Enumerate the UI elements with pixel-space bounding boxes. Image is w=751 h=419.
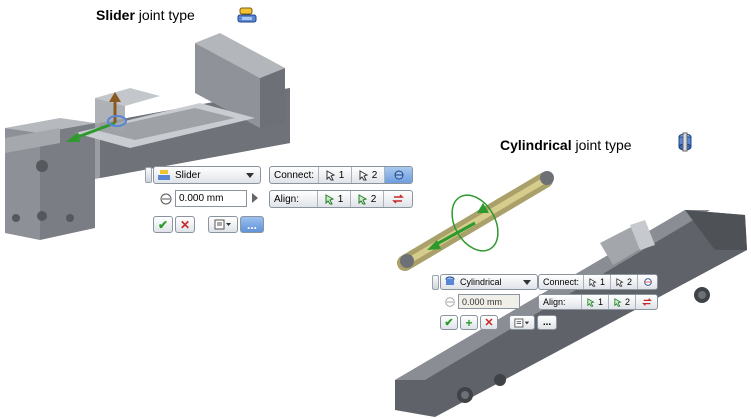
slider-title-rest: joint type [134, 7, 195, 23]
add-button[interactable]: + [460, 315, 478, 330]
offset-value: 0.000 mm [462, 296, 503, 307]
options-dropdown[interactable] [208, 216, 238, 233]
more-label: ... [246, 217, 257, 232]
toolbar-grip[interactable] [432, 275, 439, 290]
more-button[interactable]: ... [240, 216, 264, 233]
align-1-label: 1 [597, 297, 603, 307]
apply-icon: ✔ [157, 217, 169, 232]
options-dropdown[interactable] [509, 315, 535, 330]
align-flip-button[interactable] [384, 191, 412, 207]
options-icon [514, 318, 530, 327]
offset-value: 0.000 mm [179, 193, 224, 204]
flip-button[interactable] [638, 275, 657, 289]
play-icon[interactable] [252, 193, 258, 203]
chevron-down-icon [246, 172, 254, 178]
offset-icon [445, 297, 455, 307]
offset-input[interactable]: 0.000 mm [175, 190, 247, 207]
joint-type-value: Cylindrical [460, 277, 502, 287]
cancel-icon: ✕ [484, 317, 494, 329]
cylindrical-title-rest: joint type [571, 137, 632, 153]
align-pick-icon [587, 297, 595, 307]
joint-type-dropdown[interactable]: Slider [153, 166, 261, 184]
flip-icon [394, 170, 404, 180]
cylindrical-title-bold: Cylindrical [500, 137, 572, 153]
cylindrical-mini-toolbar: Cylindrical Connect: 1 2 0.000 mm Align:… [432, 274, 662, 334]
cylindrical-joint-icon [678, 132, 692, 152]
connect-1-label: 1 [338, 169, 345, 181]
align-label: Align: [539, 295, 582, 309]
apply-button[interactable]: ✔ [440, 315, 458, 330]
align-1-button[interactable]: 1 [582, 295, 609, 309]
cancel-button[interactable]: ✕ [480, 315, 498, 330]
apply-button[interactable]: ✔ [153, 216, 173, 233]
slider-title-bold: Slider [96, 7, 135, 23]
align-2-label: 2 [370, 193, 377, 205]
slider-title: Slider joint type [96, 7, 195, 23]
offset-input[interactable]: 0.000 mm [458, 294, 520, 309]
align-group: Align: 1 2 [269, 190, 413, 208]
joint-type-value: Slider [175, 169, 201, 181]
connect-1-label: 1 [600, 277, 606, 287]
cylindrical-title: Cylindrical joint type [500, 137, 632, 153]
connect-pick-icon [589, 277, 597, 287]
connect-2-button[interactable]: 2 [611, 275, 639, 289]
align-pick-icon [325, 193, 334, 204]
vise-model[interactable] [0, 28, 300, 243]
align-1-label: 1 [337, 193, 344, 205]
connect-2-button[interactable]: 2 [352, 167, 386, 183]
align-pick-icon [614, 297, 622, 307]
slider-mini-toolbar: Slider Connect: 1 2 0.000 mm Align: 1 2 [145, 165, 415, 235]
connect-group: Connect: 1 2 [269, 166, 413, 184]
align-label: Align: [270, 191, 318, 207]
align-pick-icon [358, 193, 367, 204]
connect-1-button[interactable]: 1 [584, 275, 612, 289]
connect-label: Connect: [270, 167, 320, 183]
connect-pick-icon [359, 169, 368, 180]
connect-1-button[interactable]: 1 [319, 167, 353, 183]
align-1-button[interactable]: 1 [318, 191, 351, 207]
connect-pick-icon [616, 277, 624, 287]
cancel-icon: ✕ [179, 217, 191, 232]
align-2-button[interactable]: 2 [609, 295, 636, 309]
slider-joint-icon [237, 7, 257, 23]
flip-button[interactable] [385, 167, 412, 183]
more-button[interactable]: ... [537, 315, 557, 330]
connect-2-label: 2 [627, 277, 633, 287]
align-group: Align: 1 2 [538, 294, 658, 310]
offset-icon [160, 193, 172, 205]
flip-icon [392, 194, 404, 204]
cylindrical-joint-icon [445, 276, 455, 285]
connect-2-label: 2 [371, 169, 378, 181]
more-label: ... [542, 317, 552, 328]
flip-icon [641, 298, 652, 306]
connect-pick-icon [326, 169, 335, 180]
apply-icon: ✔ [444, 317, 454, 329]
cancel-button[interactable]: ✕ [175, 216, 195, 233]
slider-joint-icon [158, 170, 170, 180]
connect-label: Connect: [539, 275, 585, 289]
chevron-down-icon [523, 279, 531, 285]
flip-icon [643, 278, 652, 286]
align-flip-button[interactable] [636, 295, 657, 309]
toolbar-grip[interactable] [145, 167, 152, 183]
options-icon [214, 219, 231, 230]
add-icon: + [465, 315, 473, 330]
align-2-label: 2 [624, 297, 630, 307]
connect-group: Connect: 1 2 [538, 274, 658, 290]
align-2-button[interactable]: 2 [351, 191, 384, 207]
joint-type-dropdown[interactable]: Cylindrical [440, 274, 538, 290]
